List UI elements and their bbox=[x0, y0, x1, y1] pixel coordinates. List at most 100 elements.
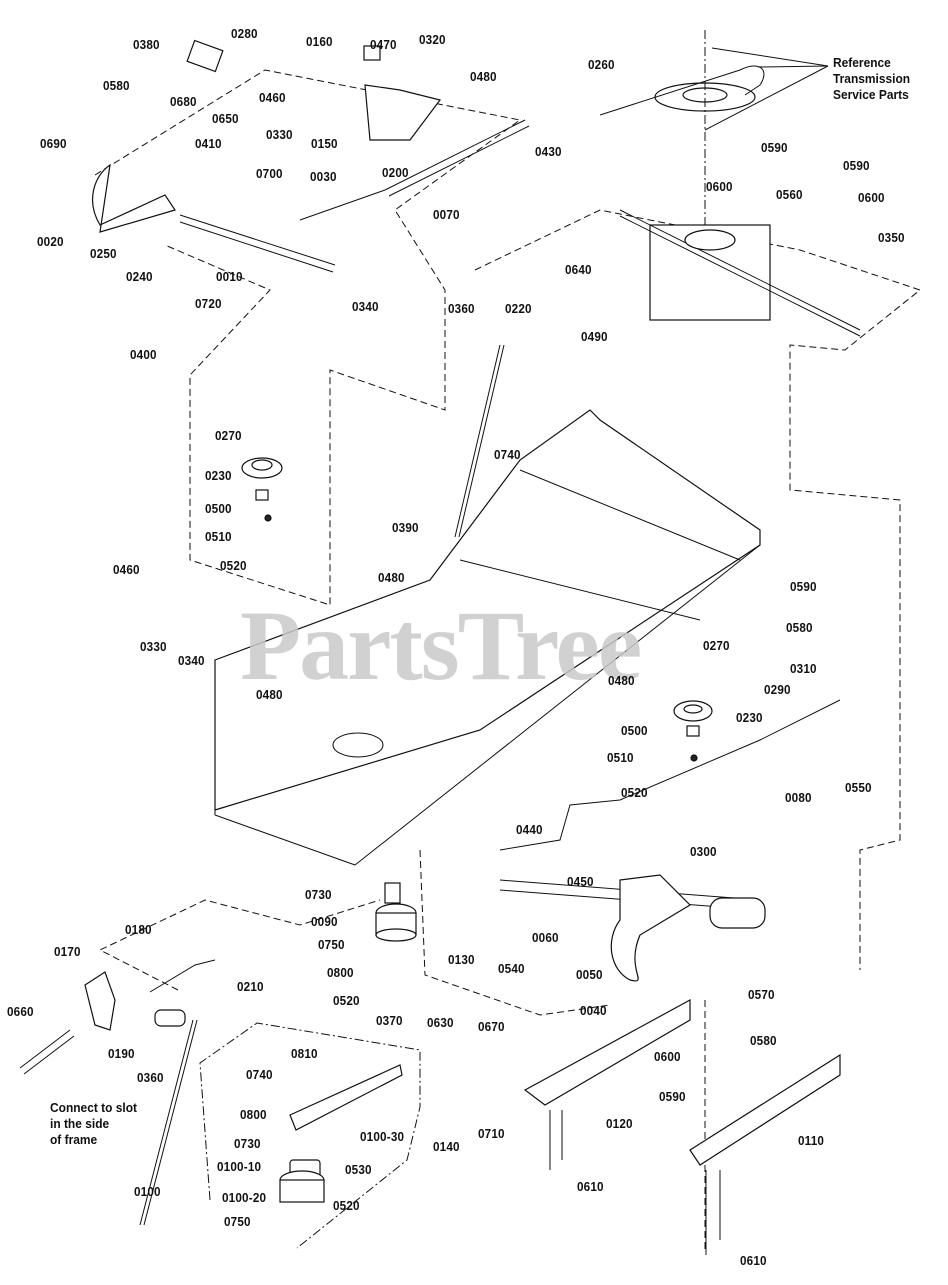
part-label-0080[interactable]: 0080 bbox=[785, 790, 812, 805]
part-label-0460[interactable]: 0460 bbox=[113, 562, 140, 577]
part-label-0500[interactable]: 0500 bbox=[621, 723, 648, 738]
part-label-0220[interactable]: 0220 bbox=[505, 301, 532, 316]
part-label-0480[interactable]: 0480 bbox=[608, 673, 635, 688]
part-label-0020[interactable]: 0020 bbox=[37, 234, 64, 249]
part-label-0430[interactable]: 0430 bbox=[535, 144, 562, 159]
part-label-0660[interactable]: 0660 bbox=[7, 1004, 34, 1019]
part-label-0800[interactable]: 0800 bbox=[327, 965, 354, 980]
part-label-0490[interactable]: 0490 bbox=[581, 329, 608, 344]
part-label-0190[interactable]: 0190 bbox=[108, 1046, 135, 1061]
part-label-0530[interactable]: 0530 bbox=[345, 1162, 372, 1177]
part-label-0690[interactable]: 0690 bbox=[40, 136, 67, 151]
part-label-0560[interactable]: 0560 bbox=[776, 187, 803, 202]
part-label-0700[interactable]: 0700 bbox=[256, 166, 283, 181]
part-label-0650[interactable]: 0650 bbox=[212, 111, 239, 126]
part-label-0390[interactable]: 0390 bbox=[392, 520, 419, 535]
part-label-0540[interactable]: 0540 bbox=[498, 961, 525, 976]
part-label-0210[interactable]: 0210 bbox=[237, 979, 264, 994]
part-label-0040[interactable]: 0040 bbox=[580, 1003, 607, 1018]
part-label-0550[interactable]: 0550 bbox=[845, 780, 872, 795]
part-label-0360[interactable]: 0360 bbox=[448, 301, 475, 316]
part-label-0310[interactable]: 0310 bbox=[790, 661, 817, 676]
part-label-0670[interactable]: 0670 bbox=[478, 1019, 505, 1034]
part-label-0110[interactable]: 0110 bbox=[798, 1133, 825, 1148]
part-label-0590[interactable]: 0590 bbox=[790, 579, 817, 594]
part-label-0630[interactable]: 0630 bbox=[427, 1015, 454, 1030]
part-label-0120[interactable]: 0120 bbox=[606, 1116, 633, 1131]
part-label-0370[interactable]: 0370 bbox=[376, 1013, 403, 1028]
part-label-0440[interactable]: 0440 bbox=[516, 822, 543, 837]
part-label-0520[interactable]: 0520 bbox=[220, 558, 247, 573]
part-label-0710[interactable]: 0710 bbox=[478, 1126, 505, 1141]
part-label-0140[interactable]: 0140 bbox=[433, 1139, 460, 1154]
part-label-0510[interactable]: 0510 bbox=[607, 750, 634, 765]
part-label-0410[interactable]: 0410 bbox=[195, 136, 222, 151]
part-label-0600[interactable]: 0600 bbox=[706, 179, 733, 194]
part-label-0030[interactable]: 0030 bbox=[310, 169, 337, 184]
part-label-0150[interactable]: 0150 bbox=[311, 136, 338, 151]
part-label-0590[interactable]: 0590 bbox=[659, 1089, 686, 1104]
part-label-0200[interactable]: 0200 bbox=[382, 165, 409, 180]
part-label-0280[interactable]: 0280 bbox=[231, 26, 258, 41]
part-label-0450[interactable]: 0450 bbox=[567, 874, 594, 889]
part-label-0520[interactable]: 0520 bbox=[333, 1198, 360, 1213]
part-label-0590[interactable]: 0590 bbox=[843, 158, 870, 173]
part-label-0380[interactable]: 0380 bbox=[133, 37, 160, 52]
part-label-0580[interactable]: 0580 bbox=[750, 1033, 777, 1048]
part-label-0100-30[interactable]: 0100-30 bbox=[360, 1129, 405, 1144]
part-label-0610[interactable]: 0610 bbox=[577, 1179, 604, 1194]
part-label-0270[interactable]: 0270 bbox=[703, 638, 730, 653]
part-label-0610[interactable]: 0610 bbox=[740, 1253, 767, 1268]
part-label-0480[interactable]: 0480 bbox=[378, 570, 405, 585]
part-label-0470[interactable]: 0470 bbox=[370, 37, 397, 52]
part-label-0320[interactable]: 0320 bbox=[419, 32, 446, 47]
part-label-0100-10[interactable]: 0100-10 bbox=[217, 1159, 262, 1174]
part-label-0130[interactable]: 0130 bbox=[448, 952, 475, 967]
part-label-0510[interactable]: 0510 bbox=[205, 529, 232, 544]
part-label-0600[interactable]: 0600 bbox=[858, 190, 885, 205]
part-label-0250[interactable]: 0250 bbox=[90, 246, 117, 261]
part-label-0230[interactable]: 0230 bbox=[205, 468, 232, 483]
part-label-0180[interactable]: 0180 bbox=[125, 922, 152, 937]
part-label-0350[interactable]: 0350 bbox=[878, 230, 905, 245]
part-label-0520[interactable]: 0520 bbox=[333, 993, 360, 1008]
part-label-0230[interactable]: 0230 bbox=[736, 710, 763, 725]
part-label-0170[interactable]: 0170 bbox=[54, 944, 81, 959]
part-label-0300[interactable]: 0300 bbox=[690, 844, 717, 859]
part-label-0810[interactable]: 0810 bbox=[291, 1046, 318, 1061]
part-label-0640[interactable]: 0640 bbox=[565, 262, 592, 277]
part-label-0600[interactable]: 0600 bbox=[654, 1049, 681, 1064]
part-label-0070[interactable]: 0070 bbox=[433, 207, 460, 222]
part-label-0680[interactable]: 0680 bbox=[170, 94, 197, 109]
part-label-0750[interactable]: 0750 bbox=[318, 937, 345, 952]
part-label-0260[interactable]: 0260 bbox=[588, 57, 615, 72]
part-label-0340[interactable]: 0340 bbox=[352, 299, 379, 314]
part-label-0520[interactable]: 0520 bbox=[621, 785, 648, 800]
part-label-0270[interactable]: 0270 bbox=[215, 428, 242, 443]
part-label-0360[interactable]: 0360 bbox=[137, 1070, 164, 1085]
part-label-0010[interactable]: 0010 bbox=[216, 269, 243, 284]
part-label-0720[interactable]: 0720 bbox=[195, 296, 222, 311]
part-label-0580[interactable]: 0580 bbox=[103, 78, 130, 93]
part-label-0330[interactable]: 0330 bbox=[140, 639, 167, 654]
part-label-0090[interactable]: 0090 bbox=[311, 914, 338, 929]
part-label-0730[interactable]: 0730 bbox=[234, 1136, 261, 1151]
part-label-0730[interactable]: 0730 bbox=[305, 887, 332, 902]
part-label-0060[interactable]: 0060 bbox=[532, 930, 559, 945]
part-label-0330[interactable]: 0330 bbox=[266, 127, 293, 142]
part-label-0500[interactable]: 0500 bbox=[205, 501, 232, 516]
part-label-0460[interactable]: 0460 bbox=[259, 90, 286, 105]
part-label-0740[interactable]: 0740 bbox=[494, 447, 521, 462]
part-label-0570[interactable]: 0570 bbox=[748, 987, 775, 1002]
part-label-0590[interactable]: 0590 bbox=[761, 140, 788, 155]
part-label-0240[interactable]: 0240 bbox=[126, 269, 153, 284]
part-label-0050[interactable]: 0050 bbox=[576, 967, 603, 982]
part-label-0750[interactable]: 0750 bbox=[224, 1214, 251, 1229]
part-label-0740[interactable]: 0740 bbox=[246, 1067, 273, 1082]
part-label-0480[interactable]: 0480 bbox=[470, 69, 497, 84]
part-label-0160[interactable]: 0160 bbox=[306, 34, 333, 49]
part-label-0100[interactable]: 0100 bbox=[134, 1184, 161, 1199]
part-label-0400[interactable]: 0400 bbox=[130, 347, 157, 362]
part-label-0800[interactable]: 0800 bbox=[240, 1107, 267, 1122]
part-label-0290[interactable]: 0290 bbox=[764, 682, 791, 697]
